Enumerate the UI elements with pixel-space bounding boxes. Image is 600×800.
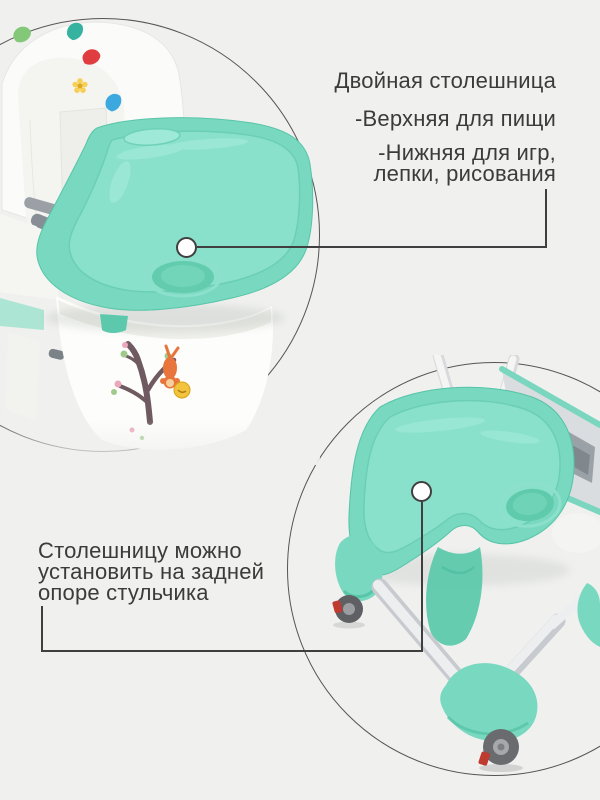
callout-dot-front-tray (176, 237, 197, 258)
front-wheel (478, 729, 519, 766)
cup-holder (498, 482, 562, 528)
callout-line-bottom-stub (41, 606, 43, 652)
rear-wheel (332, 595, 363, 623)
flower-print (72, 78, 88, 93)
tree-monkey-print (111, 341, 191, 441)
tray-grip-recess (123, 128, 181, 146)
annotation-bullet-upper: -Верхняя для пищи (354, 106, 556, 131)
tray-clip-tab (100, 314, 128, 333)
annotation-line3: опоре стульчика (38, 580, 209, 605)
annotation-bullet-lower-line2: лепки, рисования (373, 161, 556, 186)
leaf-print (13, 22, 122, 112)
callout-line-bottom-horizontal (41, 650, 423, 652)
front-leg (371, 578, 600, 742)
callout-line-top-vertical (545, 189, 547, 248)
photo-fade (0, 420, 320, 465)
frame-mint-accent (0, 298, 44, 330)
wheel-shadow (333, 621, 365, 629)
rear-leg-cover (335, 535, 383, 602)
annotation-line1: Столешницу можно (38, 538, 242, 563)
cup-holder (144, 256, 222, 298)
tray-lower-section (426, 547, 483, 646)
frame-slot (48, 348, 65, 360)
annotation-bullet-lower-line1: -Нижняя для игр, (378, 140, 556, 165)
annotation-title: Двойная столешница (334, 68, 556, 93)
highchair-front-photo (0, 21, 320, 465)
callout-dot-rear-tray (411, 481, 432, 502)
frame-side (6, 332, 40, 420)
callout-line-top-horizontal (197, 246, 546, 248)
highchair-rear-photo (332, 355, 600, 772)
tray-lower-seam (441, 565, 475, 575)
tray-highlights (395, 417, 540, 444)
annotation-line2: установить на задней (38, 559, 265, 584)
top-annotation: Двойная столешница -Верхняя для пищи -Ни… (334, 68, 556, 186)
callout-line-bottom-vertical (421, 502, 423, 651)
tray-highlights (109, 138, 248, 203)
wheel-shadow (479, 764, 523, 772)
bottom-annotation: Столешницу можно установить на задней оп… (38, 538, 265, 605)
